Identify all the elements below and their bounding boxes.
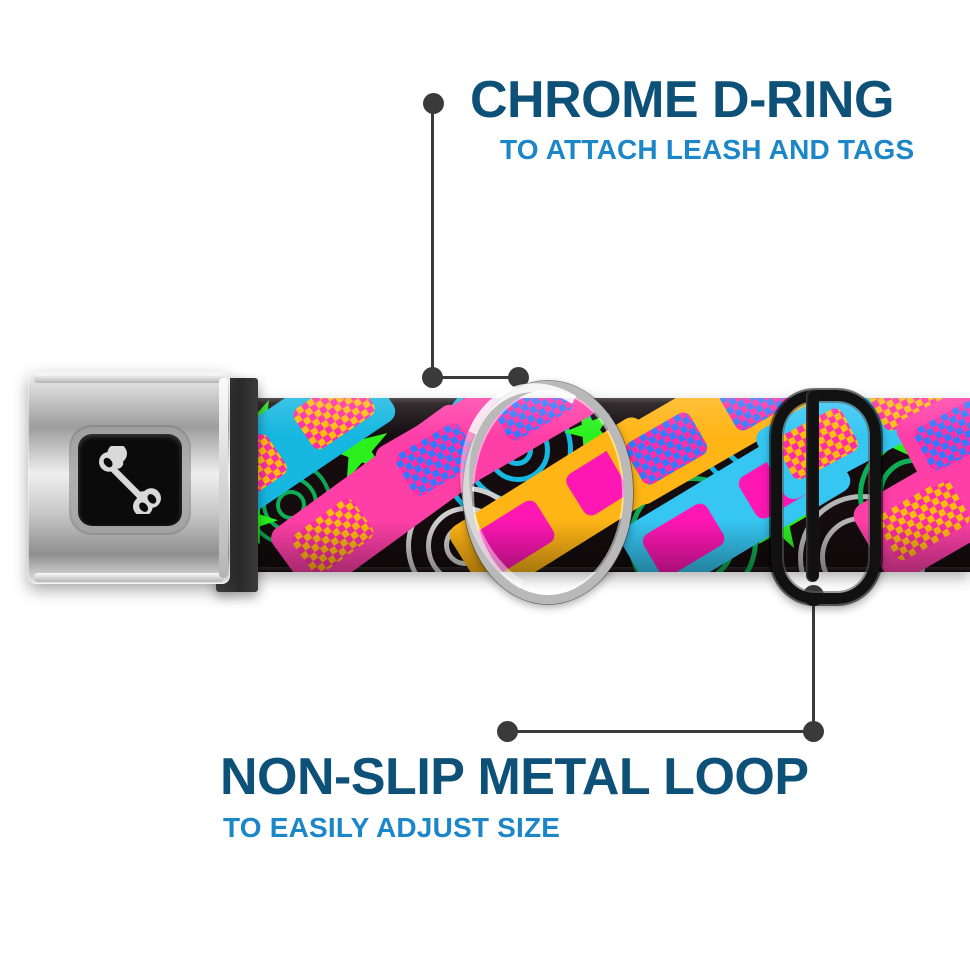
metal-loop-title: NON-SLIP METAL LOOP — [220, 748, 809, 806]
metal-loop-leader-horizontal — [508, 730, 814, 733]
metal-loop-center-bar — [806, 390, 819, 582]
buckle-bottom-rail — [34, 573, 224, 582]
strap-edge-top — [238, 398, 970, 403]
metal-loop-subtitle: TO EASILY ADJUST SIZE — [223, 812, 561, 843]
d-ring-leader-dot-elbow — [422, 367, 443, 388]
non-slip-metal-loop[interactable] — [771, 390, 881, 604]
chrome-d-ring-subtitle: TO ATTACH LEASH AND TAGS — [500, 134, 915, 165]
d-ring-leader-vertical — [431, 103, 434, 379]
metal-loop-leader-vertical — [812, 594, 815, 732]
d-ring-leader-dot-top — [423, 93, 444, 114]
d-ring-leader-horizontal — [433, 376, 521, 379]
chrome-d-ring[interactable] — [463, 381, 633, 604]
d-ring-leader-dot-target — [508, 367, 529, 388]
seatbelt-buckle[interactable] — [28, 372, 230, 584]
bone-icon — [99, 446, 161, 514]
chrome-d-ring-title: CHROME D-RING — [470, 71, 894, 129]
buckle-top-rail — [34, 374, 224, 383]
buckle-right-rail — [219, 378, 228, 578]
metal-loop-leader-dot-elbow — [803, 721, 824, 742]
buckle-release-button[interactable] — [78, 434, 182, 526]
metal-loop-leader-dot-end — [497, 721, 518, 742]
